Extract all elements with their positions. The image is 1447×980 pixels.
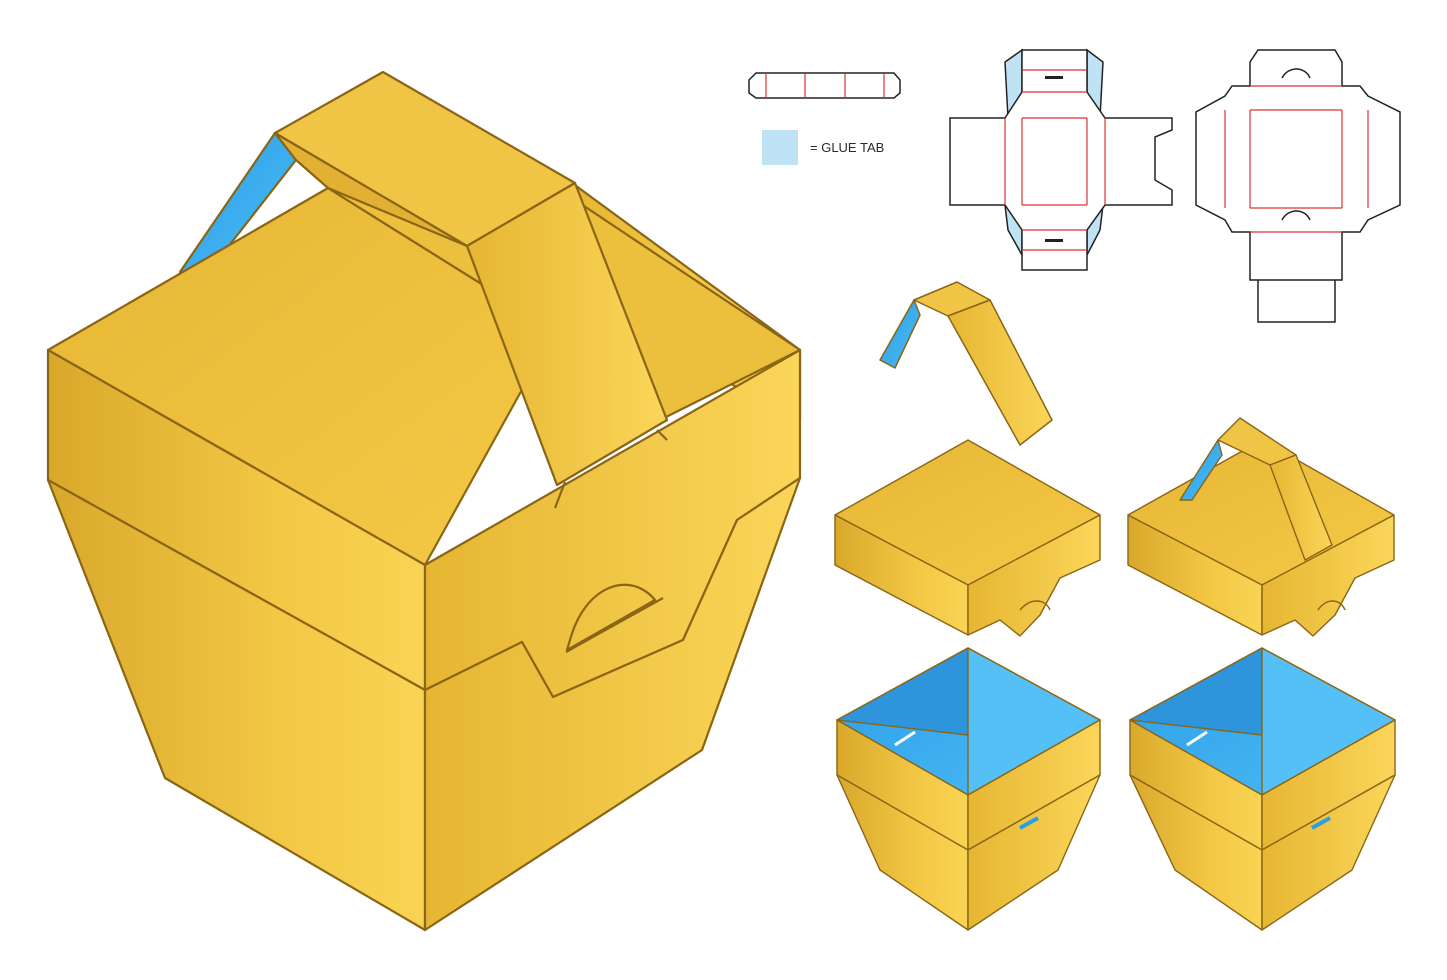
legend: = GLUE TAB bbox=[762, 130, 884, 165]
lid-net bbox=[1195, 49, 1401, 323]
thumb-notch bbox=[565, 583, 657, 652]
base-open-3d-left bbox=[836, 647, 1101, 931]
lock-slot-right bbox=[656, 429, 668, 441]
handle-strap-3d bbox=[879, 281, 1053, 446]
handle-front-band bbox=[465, 181, 669, 487]
base-open-3d-right bbox=[1129, 647, 1396, 931]
glue-tab-label: = GLUE TAB bbox=[810, 140, 884, 155]
lock-slot-left bbox=[553, 481, 567, 509]
handle-strip-net bbox=[748, 72, 901, 99]
lid-with-handle-3d bbox=[1127, 417, 1395, 637]
assembled-box-large bbox=[46, 70, 802, 932]
glue-tab-swatch bbox=[762, 130, 798, 165]
base-net bbox=[949, 48, 1173, 271]
base-right-wall bbox=[423, 476, 802, 932]
lid-3d bbox=[834, 439, 1101, 637]
